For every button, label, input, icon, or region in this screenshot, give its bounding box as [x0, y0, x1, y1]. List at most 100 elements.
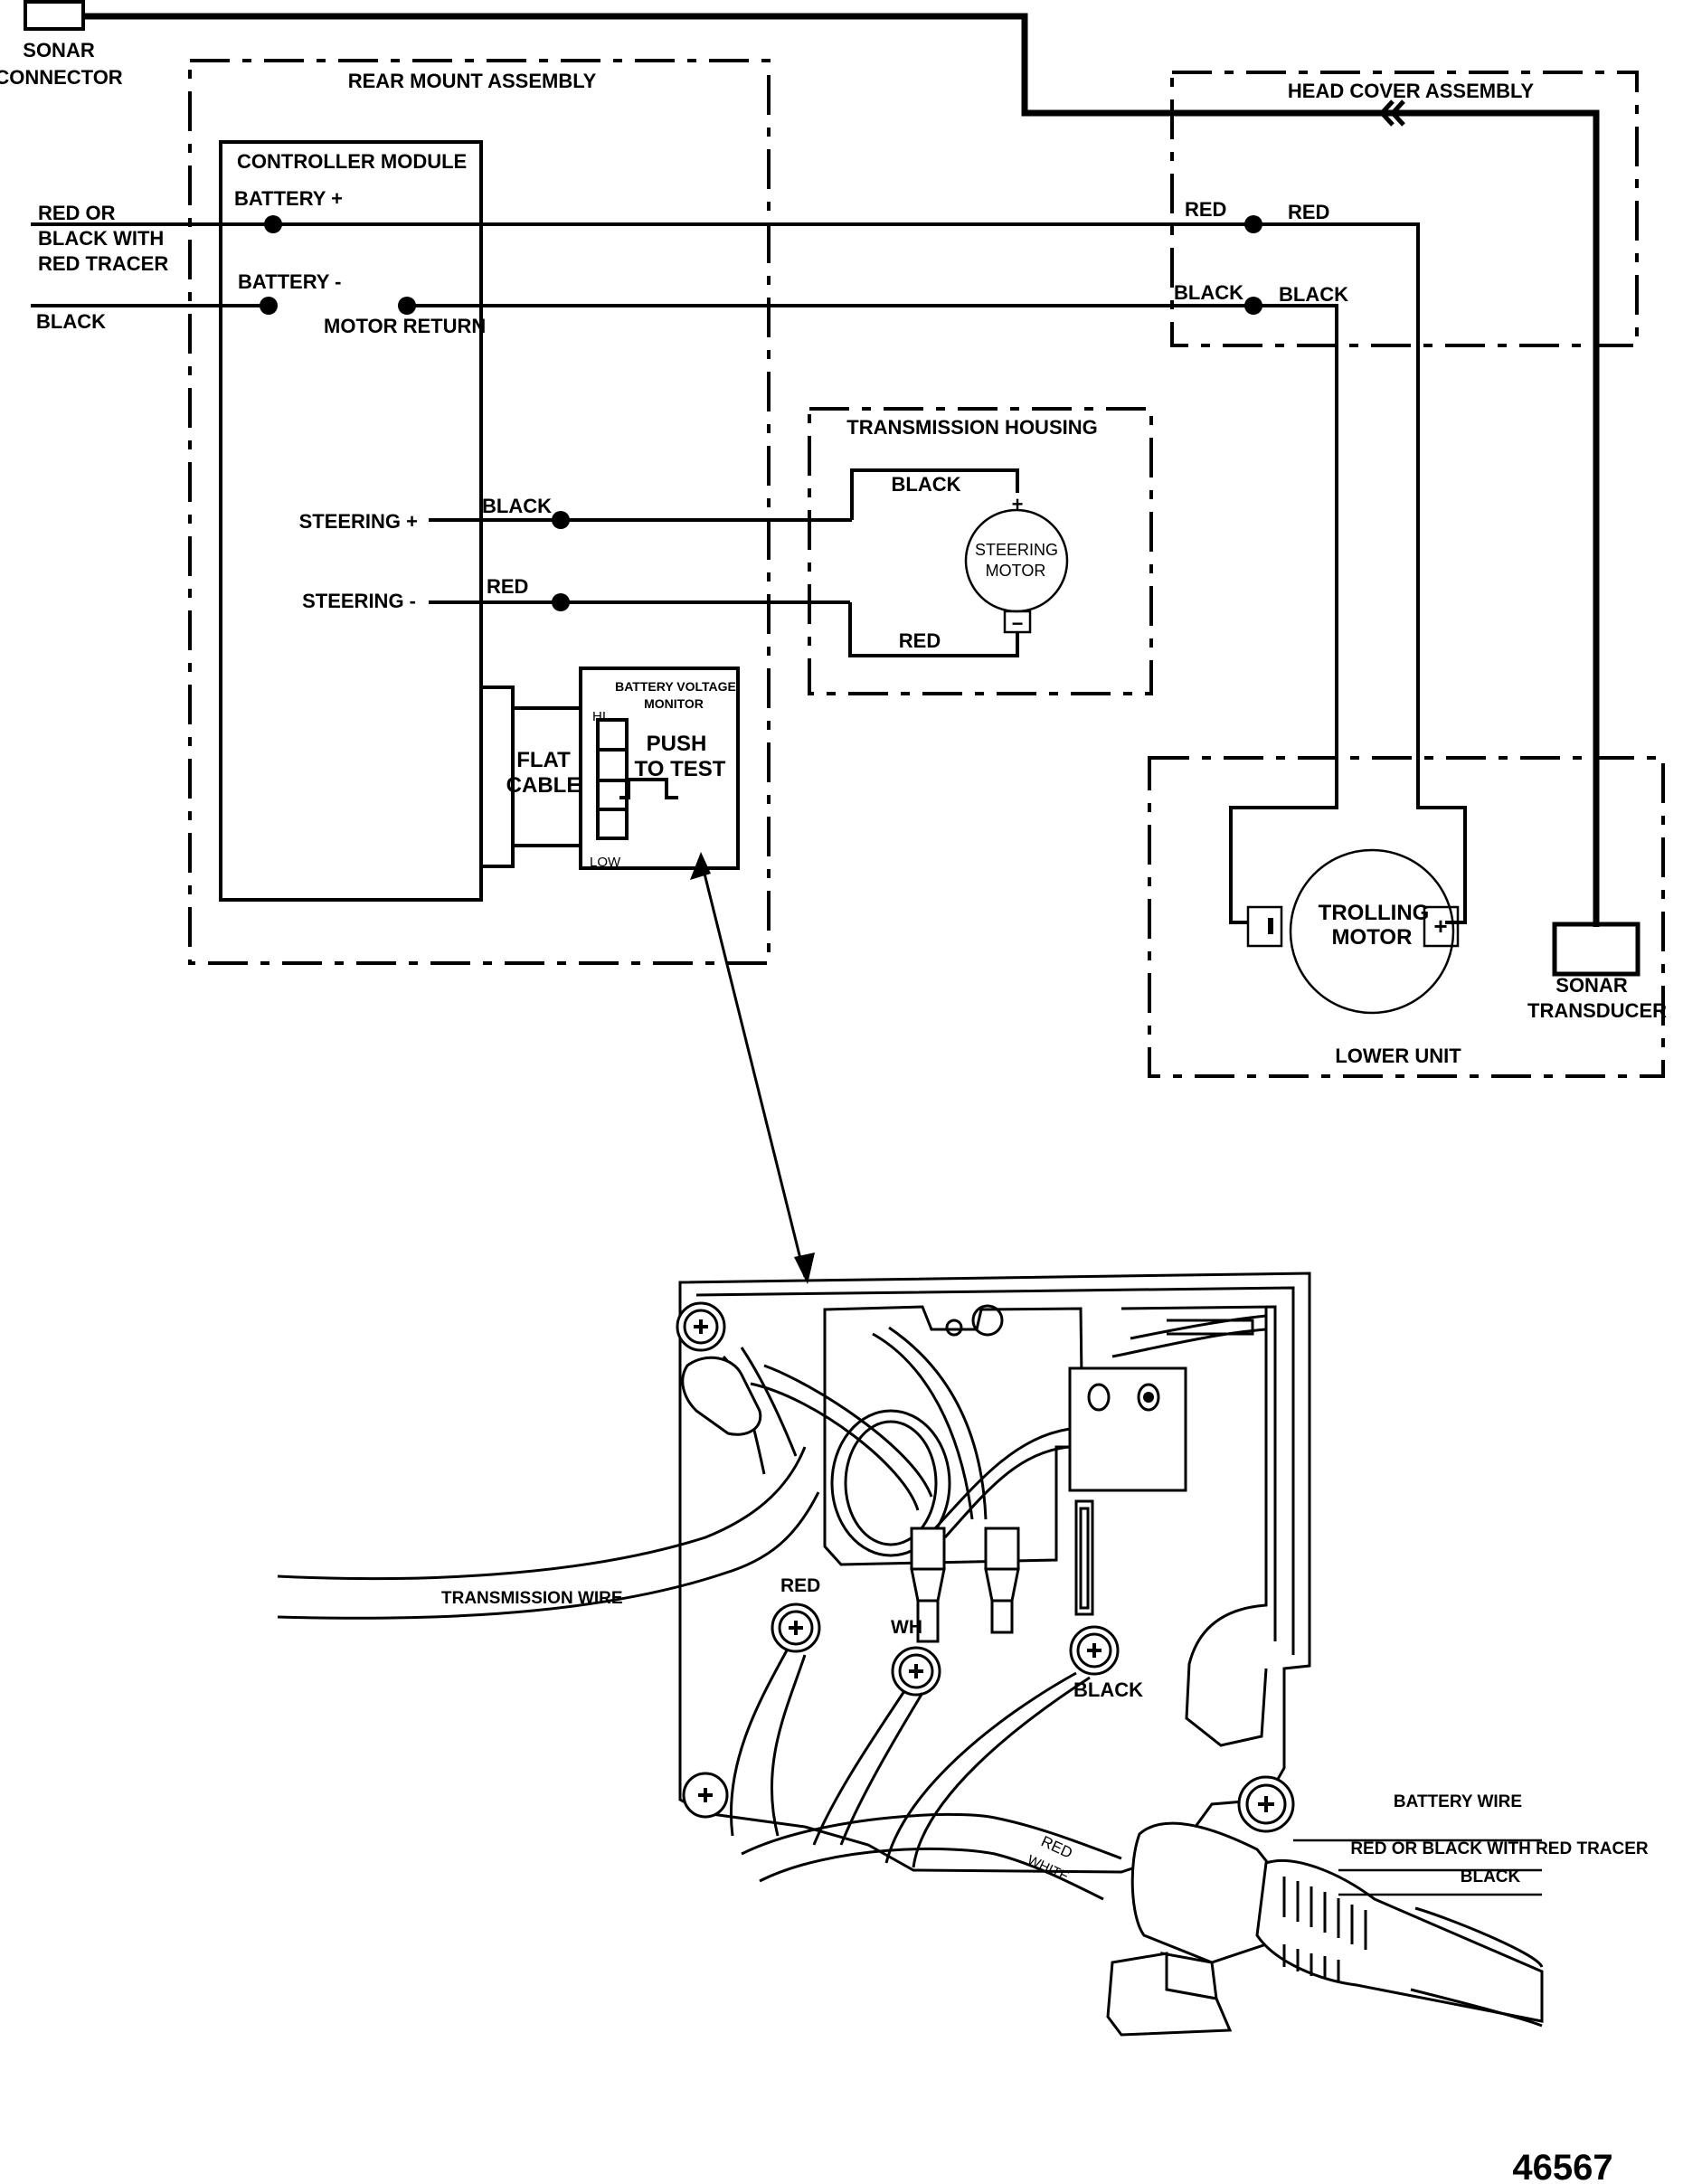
head-cover-title: HEAD COVER ASSEMBLY: [1288, 80, 1535, 102]
mount-base: [1106, 1952, 1233, 2037]
flat-cable-connector: [479, 685, 515, 868]
screw-bottom-right-icon: [1237, 1775, 1295, 1833]
trolling-motor-label-1: TROLLING: [1319, 901, 1430, 925]
transmission-red-label: RED: [899, 629, 941, 652]
voltage-segment-4: [596, 808, 629, 840]
battery-positive-label: BATTERY +: [234, 187, 343, 210]
voltage-monitor-title-2: MONITOR: [644, 696, 704, 711]
voltage-segment-3: [596, 779, 629, 811]
battery-positive-terminal: [264, 215, 282, 233]
sonar-transducer: SONAR TRANSDUCER: [1527, 922, 1667, 1022]
steering-motor-label-1: STEERING: [975, 541, 1058, 559]
battery-voltage-monitor: BATTERY VOLTAGE MONITOR HI LOW PUSH TO T…: [579, 667, 740, 870]
steering-motor-red-wire: [848, 602, 1019, 657]
transmission-housing-boundary: [808, 407, 1153, 695]
steering-negative-label: STEERING -: [302, 590, 416, 612]
push-button-pulse-icon[interactable]: [619, 778, 678, 799]
callout-arrowhead-top: [690, 852, 711, 880]
controller-module-title: CONTROLLER MODULE: [237, 150, 467, 173]
transmission-housing: TRANSMISSION HOUSING BLACK RED STEERING …: [808, 407, 1153, 695]
flat-cable-label-2: CABLE: [506, 773, 581, 798]
wire-connector-2: [984, 1527, 1020, 1634]
battery-positive-lead-label-1: RED OR: [38, 202, 116, 224]
head-cover-red-in: RED: [1185, 198, 1226, 221]
steering-motor-label-2: MOTOR: [986, 562, 1046, 580]
screw-top-left-icon: [676, 1301, 726, 1352]
trolling-motor-negative-icon: [1268, 918, 1273, 934]
transmission-wire-label: TRANSMISSION WIRE: [441, 1589, 623, 1608]
steering-motor: STEERING MOTOR + −: [964, 493, 1069, 635]
battery-cable-sleeve: [1255, 1858, 1544, 2023]
motor-return-wire: [407, 304, 1338, 805]
switch-block: [1068, 1366, 1187, 1492]
figure-number: 46567: [1512, 2148, 1612, 2184]
led-bar: [1074, 1499, 1094, 1616]
transmission-wire: [277, 1446, 807, 1581]
sonar-connector-label-2: CONNECTOR: [0, 66, 123, 89]
battery-wire-label: BATTERY WIRE: [1394, 1792, 1522, 1811]
voltage-monitor-low: LOW: [590, 855, 621, 870]
head-cover-boundary: [1170, 71, 1639, 347]
trolling-motor-positive-terminal: [1423, 905, 1460, 948]
steering-positive-terminal: [552, 511, 570, 529]
sonar-cable: [83, 13, 1600, 927]
head-cover-black-junction: [1244, 297, 1262, 315]
head-cover-assembly: HEAD COVER ASSEMBLY RED RED BLACK BLACK: [1170, 71, 1639, 347]
battery-negative-lead-label: BLACK: [36, 310, 106, 333]
head-cover-red-junction: [1244, 215, 1262, 233]
lower-unit-title: LOWER UNIT: [1335, 1045, 1461, 1067]
battery-negative-label: BATTERY -: [238, 270, 341, 293]
flat-cable: FLAT CABLE: [479, 685, 581, 868]
voltage-monitor-title-1: BATTERY VOLTAGE: [615, 679, 736, 694]
battery-voltage-monitor-box: [579, 667, 740, 870]
potentiometer: [830, 1409, 951, 1557]
mounting-hole: [971, 1304, 1004, 1337]
steering-motor-black-wire: [850, 468, 1019, 520]
rear-mount-title: REAR MOUNT ASSEMBLY: [348, 70, 597, 92]
wire-connector-1: [910, 1527, 946, 1643]
rear-mount-assembly: REAR MOUNT ASSEMBLY CONTROLLER MODULE BA…: [188, 59, 771, 965]
transmission-black-label: BLACK: [892, 473, 961, 496]
callout-arrow: [699, 858, 807, 1278]
transmission-housing-title: TRANSMISSION HOUSING: [846, 416, 1097, 439]
voltage-level-indicator: [596, 718, 629, 840]
terminal-red-icon: [771, 1603, 821, 1653]
terminal-black-label: BLACK: [1073, 1678, 1143, 1701]
sonar-connector-label-1: SONAR: [23, 39, 95, 61]
steering-negative-terminal: [552, 593, 570, 611]
trolling-motor-icon: [1289, 848, 1455, 1015]
battery-positive-wire: [31, 222, 1420, 805]
sonar-cable-break-icon: [1378, 99, 1405, 127]
push-to-test-label-1: PUSH: [647, 732, 707, 756]
callout-arrowhead-bottom: [794, 1253, 815, 1284]
lower-unit: LOWER UNIT + TROLLING MOTOR SONAR TRANSD…: [1148, 756, 1667, 1078]
strain-relief-boot: [1130, 1821, 1277, 1964]
sonar-connector: SONAR CONNECTOR: [0, 0, 123, 89]
head-cover-red-out: RED: [1288, 201, 1329, 223]
trolling-motor-label-2: MOTOR: [1332, 925, 1413, 950]
battery-wire-negative-label: BLACK: [1461, 1867, 1521, 1886]
head-cover-black-out: BLACK: [1279, 283, 1348, 306]
voltage-segment-2: [596, 748, 629, 782]
terminal-black-icon: [1069, 1625, 1120, 1676]
motor-return-label: MOTOR RETURN: [324, 315, 486, 337]
steering-negative-wire-color: RED: [487, 575, 528, 598]
push-to-test-label-2[interactable]: TO TEST: [635, 757, 726, 781]
head-cover-black-in: BLACK: [1174, 281, 1243, 304]
sonar-transducer-label-2: TRANSDUCER: [1527, 999, 1667, 1022]
trolling-motor-negative-wire: [1229, 805, 1338, 924]
steering-motor-icon: [964, 508, 1069, 613]
lower-unit-boundary: [1148, 756, 1665, 1078]
battery-negative-terminal: [260, 297, 278, 315]
steering-motor-positive-icon: +: [1012, 493, 1024, 515]
trolling-motor: + TROLLING MOTOR: [1246, 848, 1460, 1015]
terminal-white-icon: [891, 1646, 941, 1697]
terminal-white-label: WH: [891, 1617, 922, 1638]
controller-illustration: RED WH BLACK RED WHITE BATTERY WIRE RED …: [277, 1272, 1649, 2037]
battery-wire-positive-label: RED OR BLACK WITH RED TRACER: [1350, 1839, 1649, 1858]
steering-positive-label: STEERING +: [299, 510, 418, 533]
controller-module: CONTROLLER MODULE BATTERY + BATTERY - MO…: [219, 140, 486, 902]
sonar-transducer-icon: [1552, 922, 1640, 977]
motor-return-terminal: [398, 297, 416, 315]
battery-positive-lead-label-2: BLACK WITH: [38, 227, 164, 250]
